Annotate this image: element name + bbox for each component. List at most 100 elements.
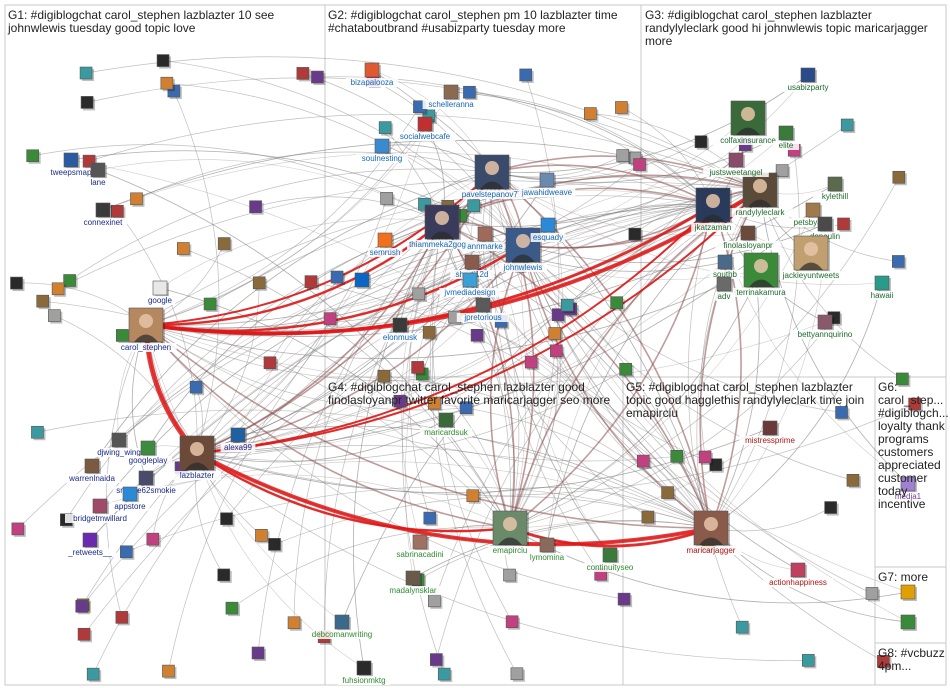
node-sabrinacadini[interactable]: sabrinacadini bbox=[389, 534, 451, 559]
avatar-node[interactable] bbox=[146, 532, 160, 546]
node-pavelstepanov77[interactable]: pavelstepanov77 bbox=[457, 154, 527, 199]
avatar-node[interactable] bbox=[63, 274, 76, 287]
avatar-node[interactable] bbox=[835, 406, 848, 419]
avatar-node[interactable] bbox=[304, 275, 318, 288]
node-adv[interactable]: adv bbox=[715, 276, 733, 301]
node-socialwebcafe[interactable]: socialwebcafe bbox=[394, 116, 456, 141]
avatar-node[interactable] bbox=[287, 616, 301, 630]
avatar-node[interactable] bbox=[412, 287, 426, 301]
node-jvmediadesign[interactable]: jvmediadesign bbox=[439, 272, 501, 297]
node-warrenlnaida[interactable]: warrenlnaida bbox=[63, 458, 121, 483]
avatar-node[interactable] bbox=[735, 620, 749, 634]
avatar-node[interactable] bbox=[908, 397, 921, 411]
avatar-node[interactable] bbox=[846, 474, 860, 487]
node-bridgetmwillard[interactable]: bridgetmwillard bbox=[65, 498, 135, 523]
avatar-node[interactable] bbox=[617, 592, 631, 606]
avatar-node[interactable] bbox=[130, 192, 143, 206]
node-madalynsklar[interactable]: madalynsklar bbox=[384, 570, 442, 595]
avatar-node[interactable] bbox=[162, 664, 175, 678]
avatar-node[interactable] bbox=[437, 667, 451, 681]
avatar-node[interactable] bbox=[380, 192, 393, 205]
node-soulnesting[interactable]: soulnesting bbox=[355, 138, 409, 163]
avatar-node[interactable] bbox=[176, 242, 190, 255]
avatar-node[interactable] bbox=[548, 327, 562, 340]
avatar-node[interactable] bbox=[463, 85, 476, 99]
avatar-node[interactable] bbox=[503, 568, 516, 582]
avatar-node[interactable] bbox=[323, 312, 337, 325]
avatar-node[interactable] bbox=[377, 369, 391, 383]
node-retweets[interactable]: _retweets__ bbox=[63, 532, 117, 557]
node-randylyleclark[interactable]: randylyleclark bbox=[727, 172, 793, 217]
avatar-node[interactable] bbox=[31, 425, 44, 439]
avatar-node[interactable] bbox=[550, 344, 563, 358]
node-djwing-wing[interactable]: djwing_wing bbox=[92, 432, 146, 457]
avatar-node[interactable] bbox=[560, 298, 574, 312]
avatar-node[interactable] bbox=[422, 326, 436, 339]
avatar-node[interactable] bbox=[430, 653, 443, 666]
avatar-node[interactable] bbox=[79, 66, 93, 80]
avatar-node[interactable] bbox=[505, 615, 519, 629]
avatar-node[interactable] bbox=[115, 611, 129, 624]
node-debcomanwriting[interactable]: debcomanwriting bbox=[307, 614, 377, 639]
node-southb[interactable]: southb bbox=[709, 254, 741, 279]
node-jpretorious[interactable]: jpretorious bbox=[456, 297, 510, 322]
node-googleplay[interactable]: googleplay bbox=[124, 440, 172, 465]
avatar-node[interactable] bbox=[296, 67, 310, 80]
avatar-node[interactable] bbox=[467, 199, 480, 213]
node-jackieyuntweets[interactable]: jackieyuntweets bbox=[776, 235, 846, 280]
avatar-node[interactable] bbox=[156, 54, 170, 67]
avatar-node[interactable] bbox=[427, 396, 441, 410]
node-justsweetangel[interactable]: justsweetangel bbox=[703, 152, 769, 177]
avatar-node[interactable] bbox=[775, 164, 789, 177]
avatar-node[interactable] bbox=[77, 627, 91, 641]
node-elonmusk[interactable]: elonmusk bbox=[380, 317, 420, 342]
node-mistressprime[interactable]: mistressprime bbox=[739, 420, 801, 445]
avatar-node[interactable] bbox=[610, 296, 623, 309]
avatar-node[interactable] bbox=[26, 149, 39, 163]
node-continuityseo[interactable]: continuityseo bbox=[579, 547, 641, 572]
node-google[interactable]: google bbox=[144, 280, 176, 305]
node-usabizparty[interactable]: usabizparty bbox=[781, 67, 835, 92]
avatar-node[interactable] bbox=[896, 372, 909, 386]
node-petsbyamy[interactable]: petsbyamy bbox=[791, 202, 835, 227]
node-thiammeka2gogue[interactable]: thiammeka2gogue bbox=[407, 204, 477, 249]
avatar-node[interactable] bbox=[633, 158, 646, 171]
avatar-node[interactable] bbox=[698, 450, 712, 464]
node-jkatzaman[interactable]: jkatzaman bbox=[691, 187, 735, 232]
avatar-node[interactable] bbox=[615, 101, 628, 114]
node-smokie62smokie[interactable]: smokie62smokie bbox=[113, 470, 179, 495]
avatar-node[interactable] bbox=[268, 538, 281, 551]
avatar-node[interactable] bbox=[840, 118, 854, 132]
avatar-node[interactable] bbox=[217, 568, 231, 582]
node-hawaii[interactable]: hawaii bbox=[866, 275, 898, 300]
avatar-node[interactable] bbox=[423, 511, 437, 525]
avatar-node[interactable] bbox=[75, 599, 89, 613]
node-appstore[interactable]: appstore bbox=[110, 486, 150, 511]
avatar-node[interactable] bbox=[636, 454, 650, 468]
node-esquady[interactable]: esquady bbox=[530, 217, 566, 242]
avatar-node[interactable] bbox=[510, 667, 524, 681]
node-bizapalooza[interactable]: bizapalooza bbox=[345, 62, 399, 87]
avatar-node[interactable] bbox=[641, 510, 655, 524]
avatar-node[interactable] bbox=[48, 309, 61, 322]
node-maricarjagger[interactable]: maricarjagger bbox=[680, 510, 742, 555]
avatar-node[interactable] bbox=[51, 282, 65, 296]
node-semrush[interactable]: semrush bbox=[367, 232, 403, 257]
avatar-node[interactable] bbox=[378, 121, 392, 134]
avatar-node[interactable] bbox=[661, 486, 674, 499]
node-media1[interactable]: media1 bbox=[892, 476, 924, 501]
avatar-node[interactable] bbox=[801, 654, 815, 667]
avatar-node[interactable] bbox=[619, 362, 632, 376]
avatar-node[interactable] bbox=[551, 308, 565, 322]
node-maricardsuk[interactable]: maricardsuk bbox=[419, 412, 473, 437]
node-terrinakamura[interactable]: terrinakamura bbox=[730, 252, 792, 297]
avatar-node[interactable] bbox=[519, 68, 533, 82]
avatar-node[interactable] bbox=[892, 170, 906, 184]
avatar-node[interactable] bbox=[892, 255, 905, 268]
node-bettyannquirino[interactable]: bettyannquirino bbox=[790, 314, 860, 339]
avatar-node[interactable] bbox=[584, 107, 597, 120]
avatar-node[interactable] bbox=[10, 276, 23, 290]
avatar-node[interactable] bbox=[252, 276, 266, 290]
node-elite[interactable]: elite bbox=[773, 125, 799, 150]
node-jawahidweave[interactable]: jawahidweave bbox=[518, 172, 576, 197]
